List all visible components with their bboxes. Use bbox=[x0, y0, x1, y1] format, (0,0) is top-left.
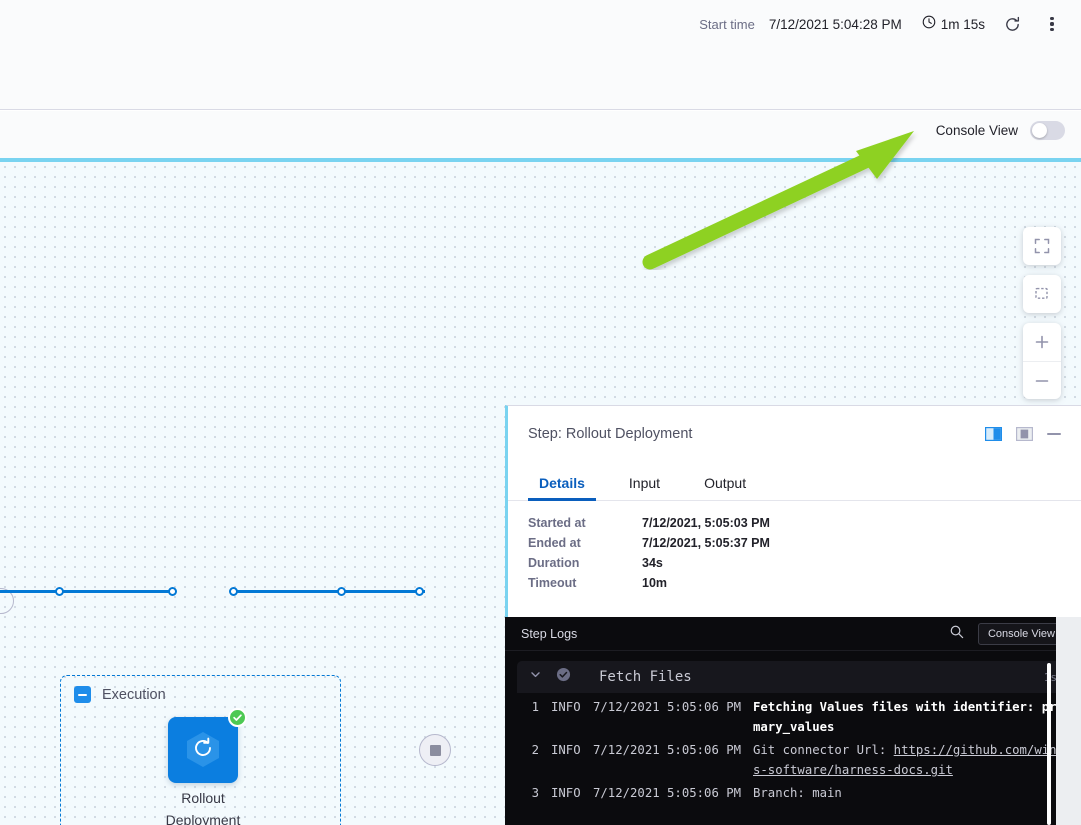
log-line-number: 2 bbox=[531, 743, 539, 757]
kebab-menu-icon[interactable] bbox=[1039, 11, 1065, 37]
step-details-header: Step: Rollout Deployment bbox=[508, 406, 1081, 461]
execution-meta: Start time 7/12/2021 5:04:28 PM 1m 15s bbox=[699, 6, 1065, 42]
log-line-list[interactable]: 1 INFO 7/12/2021 5:05:06 PM Fetching Val… bbox=[505, 693, 1081, 803]
fit-screen-card bbox=[1023, 227, 1061, 265]
duration-value: 1m 15s bbox=[940, 16, 985, 32]
refresh-icon[interactable] bbox=[999, 11, 1025, 37]
console-view-label: Console View bbox=[935, 123, 1018, 138]
log-section-title: Fetch Files bbox=[599, 669, 692, 685]
section-status-success-icon bbox=[556, 667, 571, 687]
execution-group-header: Execution bbox=[74, 686, 166, 703]
log-section-fetch-files[interactable]: Fetch Files 1s bbox=[517, 661, 1069, 693]
top-bar: Start time 7/12/2021 5:04:28 PM 1m 15s bbox=[0, 0, 1081, 110]
step-logs-title: Step Logs bbox=[521, 626, 578, 641]
collapse-group-button[interactable] bbox=[74, 686, 91, 703]
log-line-timestamp: 7/12/2021 5:05:06 PM bbox=[593, 700, 742, 714]
field-row: Timeout 10m bbox=[528, 576, 1061, 596]
log-line-level: INFO bbox=[551, 743, 581, 757]
log-line: 2 INFO 7/12/2021 5:05:06 PM Git connecto… bbox=[517, 740, 1069, 780]
toggle-knob bbox=[1032, 123, 1047, 138]
minimize-panel-button[interactable] bbox=[1047, 432, 1061, 435]
port-node-out bbox=[229, 587, 238, 596]
logs-right-gutter bbox=[1056, 617, 1081, 825]
rollout-deployment-icon bbox=[180, 727, 226, 774]
execution-group-box[interactable] bbox=[60, 675, 341, 825]
step-details-actions bbox=[985, 426, 1061, 441]
field-value: 10m bbox=[642, 576, 668, 590]
field-key: Ended at bbox=[528, 536, 581, 550]
zoom-card bbox=[1023, 323, 1061, 399]
step-node-label: Rollout Deployment bbox=[165, 790, 241, 825]
tab-output[interactable]: Output bbox=[704, 475, 747, 491]
console-view-bar: Console View bbox=[0, 111, 1081, 158]
log-line-message: Git connector Url: https://github.com/wi… bbox=[753, 740, 1069, 780]
end-node-stop[interactable] bbox=[419, 734, 451, 766]
console-view-toggle[interactable] bbox=[1030, 121, 1065, 140]
log-line-timestamp: 7/12/2021 5:05:06 PM bbox=[593, 743, 742, 757]
field-value: 7/12/2021, 5:05:03 PM bbox=[642, 516, 770, 530]
log-line-timestamp: 7/12/2021 5:05:06 PM bbox=[593, 786, 742, 800]
layout-split-view-button[interactable] bbox=[985, 426, 1003, 441]
console-view-control: Console View bbox=[936, 121, 1065, 140]
layout-full-view-button[interactable] bbox=[1016, 426, 1034, 441]
field-key: Timeout bbox=[528, 576, 577, 590]
step-details-tabs: Details Input Output bbox=[508, 461, 1081, 501]
log-line-number: 3 bbox=[531, 786, 539, 800]
canvas-controls bbox=[1023, 227, 1061, 409]
duration-group: 1m 15s bbox=[922, 15, 985, 34]
field-key: Duration bbox=[528, 556, 580, 570]
edge-out bbox=[233, 590, 425, 593]
start-time-label: Start time bbox=[699, 16, 755, 32]
log-line: 1 INFO 7/12/2021 5:05:06 PM Fetching Val… bbox=[517, 697, 1069, 737]
execution-group-label: Execution bbox=[102, 686, 166, 703]
zoom-out-button[interactable] bbox=[1023, 361, 1061, 399]
log-message-link[interactable]: https://github.com/wings-software/harnes… bbox=[753, 743, 1064, 777]
step-node-rollout-deployment[interactable] bbox=[168, 708, 247, 783]
port-left-outer bbox=[55, 587, 64, 596]
chevron-down-icon[interactable] bbox=[529, 668, 542, 686]
start-time-value: 7/12/2021 5:04:28 PM bbox=[768, 16, 902, 32]
tab-input[interactable]: Input bbox=[628, 475, 661, 491]
field-row: Ended at 7/12/2021, 5:05:37 PM bbox=[528, 536, 1061, 556]
tab-details[interactable]: Details bbox=[528, 475, 596, 501]
selection-card bbox=[1023, 275, 1061, 313]
logs-console-view-button[interactable]: Console View bbox=[977, 622, 1065, 645]
log-scrollbar-thumb[interactable] bbox=[1047, 663, 1051, 825]
step-logs-actions: Console View bbox=[949, 622, 1065, 645]
step-details-title: Step: Rollout Deployment bbox=[528, 425, 693, 442]
log-message-prefix: Git connector Url: bbox=[753, 743, 894, 757]
step-logs-panel: Step Logs Console View Fetch Files 1s 1 … bbox=[505, 617, 1081, 825]
search-icon[interactable] bbox=[949, 624, 964, 644]
status-success-icon bbox=[228, 708, 247, 727]
fit-to-screen-button[interactable] bbox=[1023, 227, 1061, 265]
clock-icon bbox=[922, 15, 936, 34]
log-line-level: INFO bbox=[551, 700, 581, 714]
log-line-number: 1 bbox=[531, 700, 539, 714]
port-group-out bbox=[337, 587, 346, 596]
field-key: Started at bbox=[528, 516, 586, 530]
pipeline-graph: Execution Rollout bbox=[0, 162, 505, 825]
step-logs-header: Step Logs Console View bbox=[505, 617, 1081, 651]
step-details-fields: Started at 7/12/2021, 5:05:03 PM Ended a… bbox=[508, 502, 1081, 596]
field-value: 7/12/2021, 5:05:37 PM bbox=[642, 536, 770, 550]
port-end-in bbox=[415, 587, 424, 596]
log-line-message: Branch: main bbox=[753, 786, 842, 800]
zoom-in-button[interactable] bbox=[1023, 323, 1061, 361]
field-row: Started at 7/12/2021, 5:05:03 PM bbox=[528, 516, 1061, 536]
log-line-message: Fetching Values files with identifier: p… bbox=[753, 700, 1064, 734]
selection-tool-button[interactable] bbox=[1023, 275, 1061, 313]
edge-in bbox=[0, 590, 172, 593]
log-line: 3 INFO 7/12/2021 5:05:06 PM Branch: main bbox=[517, 783, 1069, 803]
stop-square-icon bbox=[429, 744, 441, 756]
log-line-level: INFO bbox=[551, 786, 581, 800]
field-row: Duration 34s bbox=[528, 556, 1061, 576]
port-node-in bbox=[168, 587, 177, 596]
field-value: 34s bbox=[642, 556, 663, 570]
